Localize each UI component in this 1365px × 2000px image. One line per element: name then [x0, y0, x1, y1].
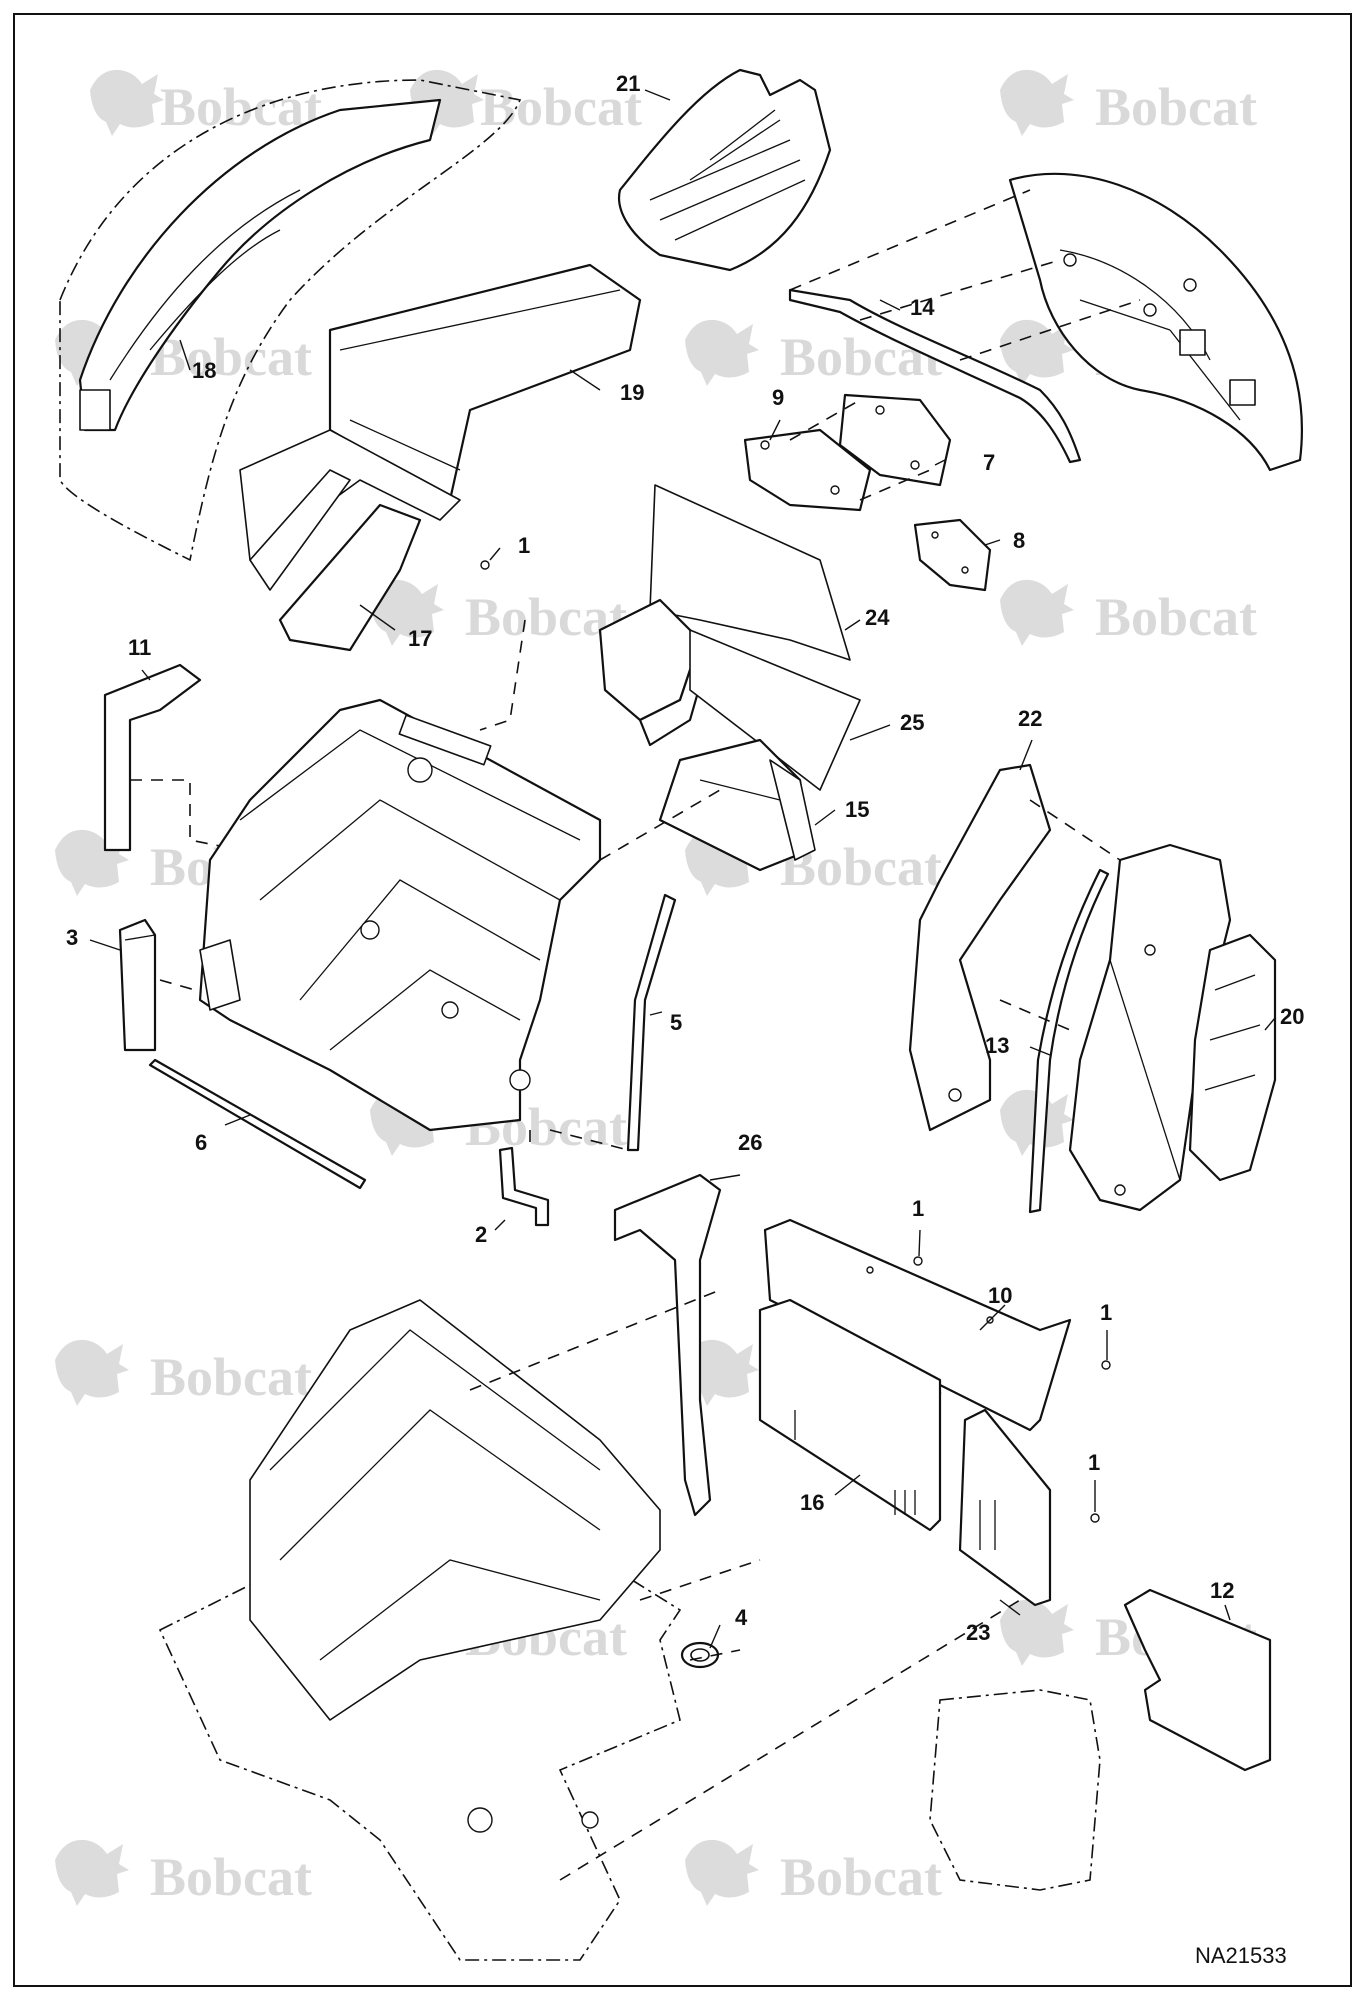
watermark-text: Bobcat [160, 77, 322, 137]
callout-15: 15 [845, 797, 869, 822]
rear-door-housing [1008, 172, 1303, 472]
fastener-screw [1090, 1513, 1100, 1523]
part-6-seal-strip [148, 1058, 367, 1190]
figure-id: NA21533 [1195, 1943, 1287, 1968]
callout-2: 2 [475, 1222, 487, 1247]
fastener-screw [1101, 1360, 1111, 1370]
watermark: Bobcat [90, 69, 322, 137]
callout-19: 19 [620, 380, 644, 405]
callout-5: 5 [670, 1010, 682, 1035]
part-7-insulation-pad [838, 393, 952, 487]
part-2-bracket [498, 1146, 550, 1227]
part-23-lower-side-panel [958, 1408, 1052, 1607]
callout-11: 11 [128, 635, 151, 660]
callout-1-top: 1 [518, 533, 530, 558]
callout-12: 12 [1210, 1578, 1234, 1603]
callout-4: 4 [735, 1605, 748, 1630]
part-26-post-trim [613, 1173, 722, 1517]
callout-25: 25 [900, 710, 924, 735]
part-15-insulation-panel [658, 738, 816, 872]
part-22-side-panel [908, 763, 1052, 1132]
coolant-reservoir [929, 1689, 1101, 1891]
callout-leaders [89, 89, 1276, 1649]
rear-fender [1068, 843, 1232, 1212]
callout-24: 24 [865, 605, 890, 630]
part-5-seal-strip [626, 893, 677, 1152]
part-16-lower-panel [758, 1298, 942, 1532]
watermark: Bobcat [1000, 69, 1257, 137]
watermark-text: Bobcat [150, 1847, 312, 1907]
callout-1-lower: 1 [1088, 1450, 1100, 1475]
watermark-text: Bobcat [480, 77, 642, 137]
callout-23: 23 [966, 1620, 990, 1645]
part-11-trim-strip [103, 663, 202, 852]
callout-6: 6 [195, 1130, 207, 1155]
part-25-insulation-panel [689, 629, 861, 791]
part-14-seal-strip [788, 288, 1082, 464]
part-21-rear-grille [617, 68, 832, 272]
callout-1-right: 1 [1100, 1300, 1112, 1325]
callout-26: 26 [738, 1130, 762, 1155]
watermark-text: Bobcat [150, 327, 312, 387]
watermark-text: Bobcat [1095, 77, 1257, 137]
watermark: Bobcat [55, 319, 312, 387]
callout-8: 8 [1013, 528, 1025, 553]
part-8-insulation-pad [913, 518, 992, 592]
watermark: Bobcat [410, 69, 642, 137]
watermark: Bobcat [55, 1339, 312, 1407]
lower-frame-assembly [158, 1289, 761, 1961]
part-3-foam-block [118, 918, 157, 1052]
watermark: Bobcat [1000, 579, 1257, 647]
part-9-insulation-pad [743, 428, 872, 512]
callout-17: 17 [408, 626, 432, 651]
callout-18: 18 [192, 358, 216, 383]
cab-frame-assembly [198, 698, 602, 1132]
fastener-screw [480, 560, 490, 570]
callout-20: 20 [1280, 1004, 1304, 1029]
part-13-seal-strip [1028, 868, 1110, 1214]
callout-13: 13 [985, 1033, 1009, 1058]
part-12-cover [1123, 1588, 1272, 1772]
callout-10: 10 [988, 1283, 1012, 1308]
callout-21: 21 [616, 71, 640, 96]
part-18-fender-trim [59, 79, 522, 562]
part-20-side-grille [1188, 933, 1277, 1182]
callout-1-middle: 1 [912, 1196, 924, 1221]
callout-labels: 21 18 19 17 1 14 9 7 8 24 25 15 11 3 6 5… [66, 71, 1304, 1645]
fastener-screw [913, 1256, 923, 1266]
part-19-upper-insulation-panel [239, 263, 642, 591]
watermark: Bobcat [685, 1839, 942, 1907]
callout-14: 14 [910, 295, 935, 320]
callout-22: 22 [1018, 706, 1042, 731]
callout-3: 3 [66, 925, 78, 950]
callout-9: 9 [772, 385, 784, 410]
watermark-text: Bobcat [1095, 587, 1257, 647]
callout-7: 7 [983, 450, 995, 475]
watermark: Bobcat [55, 1839, 312, 1907]
diagram-border [13, 13, 1352, 1987]
watermark-text: Bobcat [780, 1847, 942, 1907]
part-17-lower-insulation-pad [278, 503, 422, 652]
callout-16: 16 [800, 1490, 824, 1515]
watermark-text: Bobcat [150, 1347, 312, 1407]
